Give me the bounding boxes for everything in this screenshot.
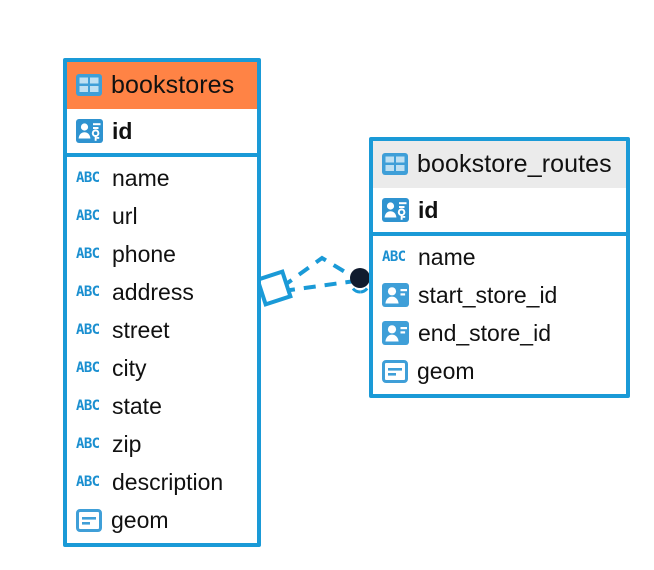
field-row-name[interactable]: ABC name <box>67 159 257 197</box>
field-label: end_store_id <box>418 319 551 346</box>
abc-text-icon: ABC <box>76 208 100 224</box>
primary-key-icon <box>382 198 409 222</box>
field-row-phone[interactable]: ABC phone <box>67 235 257 273</box>
filled-circle-marker <box>350 268 370 288</box>
diamond-marker <box>255 269 293 307</box>
abc-text-icon: ABC <box>76 322 100 338</box>
field-label: name <box>112 164 170 191</box>
field-row-primary-key[interactable]: id <box>67 109 257 153</box>
abc-text-icon: ABC <box>76 246 100 262</box>
entity-bookstore-routes[interactable]: bookstore_routes id ABC <box>369 137 630 398</box>
foreign-key-icon <box>382 321 409 345</box>
primary-key-icon <box>76 119 103 143</box>
field-row-end-store-id[interactable]: end_store_id <box>373 314 626 352</box>
field-label: phone <box>112 240 176 267</box>
relationship-line-lower <box>282 279 356 293</box>
field-label: id <box>112 117 133 144</box>
field-row-url[interactable]: ABC url <box>67 197 257 235</box>
field-label: url <box>112 202 138 229</box>
primary-key-separator <box>67 153 257 157</box>
filled-circle-marker-ring <box>349 272 371 294</box>
field-list-bookstore-routes: ABC name start_store_id <box>373 236 626 394</box>
field-label: name <box>418 243 476 270</box>
entity-header-bookstores[interactable]: bookstores <box>67 62 257 109</box>
field-row-geom[interactable]: geom <box>67 501 257 539</box>
geometry-icon <box>76 508 102 532</box>
field-row-description[interactable]: ABC description <box>67 463 257 501</box>
table-icon <box>76 74 102 96</box>
field-row-primary-key[interactable]: id <box>373 188 626 232</box>
abc-text-icon: ABC <box>76 360 100 376</box>
foreign-key-icon <box>382 283 409 307</box>
entity-header-bookstore-routes[interactable]: bookstore_routes <box>373 141 626 188</box>
field-row-name[interactable]: ABC name <box>373 238 626 276</box>
field-label: address <box>112 278 194 305</box>
entity-bookstores[interactable]: bookstores id ABC <box>63 58 261 547</box>
field-label: description <box>112 468 224 495</box>
abc-text-icon: ABC <box>76 170 100 186</box>
abc-text-icon: ABC <box>76 474 100 490</box>
field-row-street[interactable]: ABC street <box>67 311 257 349</box>
geometry-icon <box>382 359 408 383</box>
entity-title: bookstores <box>111 70 235 99</box>
field-label: id <box>418 196 439 223</box>
field-label: geom <box>417 357 475 384</box>
field-row-start-store-id[interactable]: start_store_id <box>373 276 626 314</box>
field-label: street <box>112 316 170 343</box>
field-label: geom <box>111 506 169 533</box>
field-label: start_store_id <box>418 281 558 308</box>
field-row-address[interactable]: ABC address <box>67 273 257 311</box>
abc-text-icon: ABC <box>382 249 406 265</box>
field-row-state[interactable]: ABC state <box>67 387 257 425</box>
field-label: city <box>112 354 147 381</box>
field-label: state <box>112 392 162 419</box>
field-label: zip <box>112 430 142 457</box>
field-list-bookstores: ABC name ABC url ABC phone ABC address A… <box>67 157 257 543</box>
field-row-city[interactable]: ABC city <box>67 349 257 387</box>
entity-title: bookstore_routes <box>417 149 612 178</box>
abc-text-icon: ABC <box>76 436 100 452</box>
primary-key-separator <box>373 232 626 236</box>
field-row-zip[interactable]: ABC zip <box>67 425 257 463</box>
abc-text-icon: ABC <box>76 284 100 300</box>
abc-text-icon: ABC <box>76 398 100 414</box>
field-row-geom[interactable]: geom <box>373 352 626 390</box>
relationship-line-upper <box>280 255 357 289</box>
table-icon <box>382 153 408 175</box>
